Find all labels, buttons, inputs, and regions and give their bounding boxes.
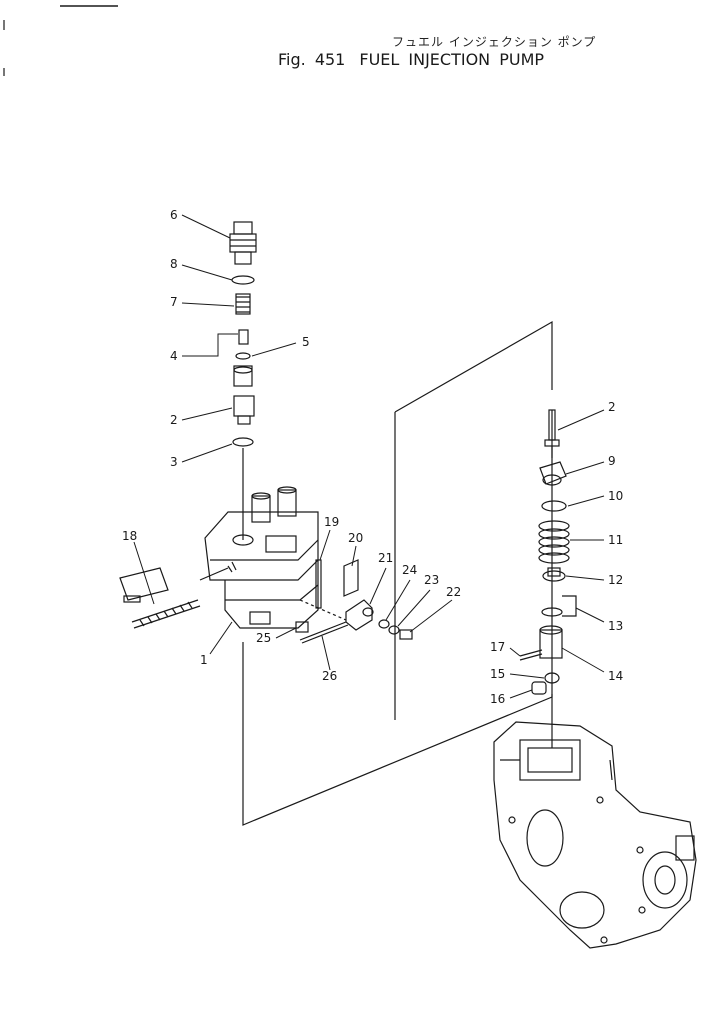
part-20-plate xyxy=(343,559,359,597)
figure-title: Fig. 451 FUEL INJECTION PUMP xyxy=(278,50,544,69)
callout-1: 1 xyxy=(200,653,208,667)
callout-9: 9 xyxy=(608,454,616,468)
part-4-valve-assembly xyxy=(233,329,253,387)
part-24-washer xyxy=(378,619,390,629)
part-15-roller-pin xyxy=(544,672,560,684)
part-18-governor-spring xyxy=(119,567,229,629)
callout-8: 8 xyxy=(170,257,178,271)
part-10-spring-seat xyxy=(541,500,567,512)
callout-26: 26 xyxy=(322,669,337,683)
callout-2: 2 xyxy=(170,413,178,427)
part-1-pump-body xyxy=(204,486,319,629)
callout-14: 14 xyxy=(608,669,623,683)
callout-13: 13 xyxy=(608,619,623,633)
assembly-connector-line xyxy=(394,320,553,413)
figure-title-jp: フュエル インジェクション ポンプ xyxy=(392,35,597,49)
callout-17: 17 xyxy=(490,640,505,654)
callout-16: 16 xyxy=(490,692,505,706)
part-6-spring xyxy=(235,293,251,315)
part-11-plunger-spring xyxy=(538,520,570,564)
callout-18: 18 xyxy=(122,529,137,543)
callout-25: 25 xyxy=(256,631,271,645)
part-22-bolt xyxy=(399,629,413,640)
callout-10: 10 xyxy=(608,489,623,503)
part-8-o-ring xyxy=(231,275,255,285)
part-2-plunger xyxy=(544,409,560,458)
part-2-plunger-barrel xyxy=(233,395,255,425)
callout-15: 15 xyxy=(490,667,505,681)
part-7-valve-holder xyxy=(229,221,257,265)
callout-12: 12 xyxy=(608,573,623,587)
callout-6: 7 xyxy=(170,295,178,309)
leader-lines xyxy=(133,214,605,699)
callout-7: 6 xyxy=(170,208,178,222)
part-14-tappet xyxy=(539,625,563,659)
callout-2-right: 2 xyxy=(608,400,616,414)
part-12-lower-seat xyxy=(542,567,566,582)
part-21-bracket xyxy=(345,599,374,631)
callout-labels: 6 8 7 4 5 2 3 18 1 19 20 21 24 23 22 25 … xyxy=(122,208,623,706)
assembly-axis-line xyxy=(299,599,347,621)
callout-19: 19 xyxy=(324,515,339,529)
part-13-shim xyxy=(541,595,577,617)
callout-20: 20 xyxy=(348,531,363,545)
part-3-washer xyxy=(232,437,254,447)
figure-number: Fig. 451 xyxy=(278,50,346,69)
part-9-control-sleeve xyxy=(539,461,567,486)
callout-24: 24 xyxy=(402,563,417,577)
part-23-washer xyxy=(388,625,400,635)
callout-11: 11 xyxy=(608,533,623,547)
part-17-pin xyxy=(519,649,543,661)
callout-5: 5 xyxy=(302,335,310,349)
callout-4: 4 xyxy=(170,349,178,363)
callout-23: 23 xyxy=(424,573,439,587)
figure-title-en: FUEL INJECTION PUMP xyxy=(359,50,545,69)
callout-21: 21 xyxy=(378,551,393,565)
assembly-connector-line xyxy=(242,410,553,826)
part-25-plug xyxy=(295,621,309,633)
part-26-rod xyxy=(299,621,349,644)
engine-housing xyxy=(493,694,697,949)
callout-22: 22 xyxy=(446,585,461,599)
callout-3: 3 xyxy=(170,455,178,469)
part-16-roller xyxy=(531,681,547,695)
